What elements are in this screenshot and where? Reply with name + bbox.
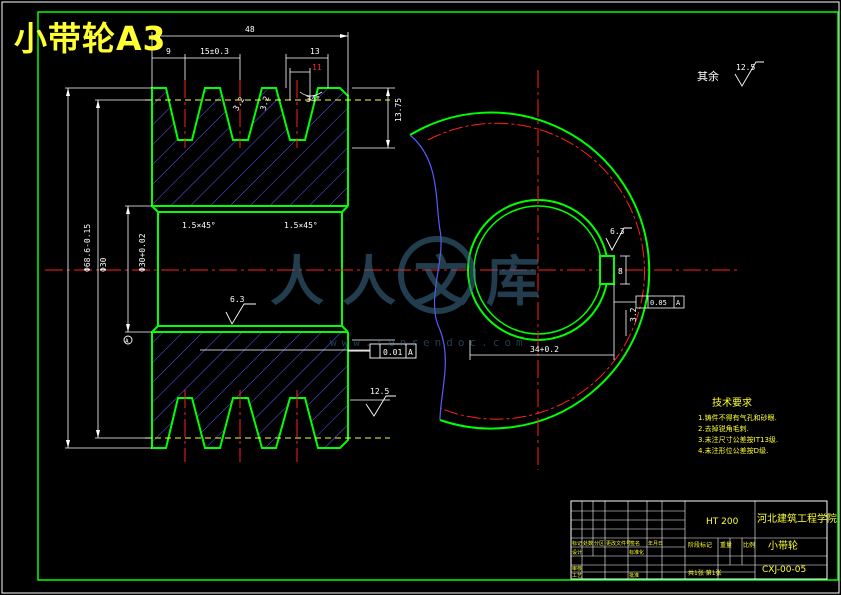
- row-label: 标记: [572, 540, 582, 547]
- dim-total-width: 48: [245, 25, 255, 34]
- dim-keyway-width: 8: [618, 267, 623, 276]
- dim-chamfer-left: 1.5×45°: [182, 221, 216, 230]
- document-title: 小带轮A3: [14, 19, 167, 58]
- weight-label: 重量: [720, 541, 732, 549]
- tech-req-item: 2.去掉锐角毛刺.: [698, 424, 749, 433]
- dim-outer-diameter: Φ68.6-0.15: [83, 224, 92, 272]
- lower-hatch: [152, 332, 348, 448]
- dim-groove-offset: 9: [166, 47, 171, 56]
- keyway-symmetry-datum: A: [676, 299, 681, 307]
- watermark: 人人文库 www.renrendoc.com: [270, 236, 558, 349]
- surface-note-label: 其余: [697, 69, 719, 83]
- dim-chamfer-right: 1.5×45°: [284, 221, 318, 230]
- tech-req-item: 3.未注尺寸公差按IT13级.: [698, 435, 778, 444]
- col-label: 年月日: [648, 540, 663, 547]
- col-label: 签名: [630, 540, 640, 547]
- wheel-pitch-circle: [427, 122, 645, 420]
- datum-a-symbol: [123, 335, 133, 345]
- design-name: 标准化: [629, 549, 644, 556]
- title-block: HT 200 河北建筑工程学院 小带轮 CXJ-00-05 阶段标记 重量 比例…: [570, 500, 837, 580]
- end-view: 34+0.2 8 0.05 A 6.3 3.2 12.5 其余: [409, 63, 755, 470]
- upper-profile: [151, 87, 349, 206]
- datum-a-letter: A: [125, 338, 129, 345]
- dim-bore-diameter: Φ30+0.02: [138, 233, 147, 272]
- dim-keyway-depth: 34+0.2: [530, 345, 559, 354]
- roughness-keyway-value: 6.3: [610, 227, 625, 236]
- tech-req-item: 4.未注形位公差按D级.: [698, 446, 768, 455]
- drawing-frame: [37, 11, 839, 581]
- school-name: 河北建筑工程学院: [757, 512, 837, 525]
- technical-requirements: 技术要求 1.铸件不得有气孔和砂眼. 2.去掉锐角毛刺. 3.未注尺寸公差按IT…: [698, 396, 778, 455]
- roughness-symbol-other: [734, 61, 764, 87]
- dim-groove-depth: 13.75: [394, 98, 403, 122]
- row-label: 工艺: [572, 573, 582, 579]
- material-label: HT 200: [706, 517, 739, 527]
- stage-label: 阶段标记: [688, 541, 712, 549]
- dim-groove-small: 3.2: [231, 95, 246, 112]
- tech-req-title: 技术要求: [712, 396, 752, 409]
- watermark-url: www.renrendoc.com: [330, 336, 528, 349]
- roughness-keyway-side: 3.2: [629, 307, 638, 322]
- drawing-number: CXJ-00-05: [762, 565, 806, 575]
- row-label: 审核: [572, 565, 582, 572]
- lower-profile: [151, 332, 349, 449]
- row-label: 设计: [572, 549, 582, 556]
- keyway: [599, 255, 615, 285]
- runout-value: 0.01: [383, 348, 402, 357]
- roughness-symbol-face: [365, 395, 396, 417]
- roughness-face-value: 12.5: [370, 387, 389, 396]
- approve-label: 批准: [629, 572, 639, 579]
- roughness-symbol-bore: [225, 303, 256, 325]
- dim-groove-width: 11: [312, 63, 322, 72]
- roughness-symbol-keyway: [605, 227, 632, 251]
- dim-groove-angle: 34°: [306, 95, 320, 104]
- col-label: 更改文件号: [606, 540, 631, 547]
- dim-groove-small-2: 3.2: [259, 95, 271, 111]
- dim-groove-top-width: 13: [310, 47, 320, 56]
- keyway-symmetry-value: 0.05: [650, 299, 667, 307]
- dim-inner-diameter: Φ30: [99, 257, 108, 272]
- bore-outline: [151, 205, 349, 333]
- wheel-outer-circle: [409, 111, 651, 430]
- part-name: 小带轮: [768, 539, 798, 552]
- break-line: [409, 134, 446, 421]
- dim-groove-pitch: 15±0.3: [200, 47, 229, 56]
- roughness-bore-value: 6.3: [230, 295, 245, 304]
- watermark-logo-icon: [398, 236, 476, 314]
- section-view: 48 9 15±0.3 13 11 34° 3.2 3.2 13.75 Φ68.…: [45, 25, 764, 462]
- surface-note-value: 12.5: [736, 63, 755, 72]
- col-label: 分区: [594, 540, 604, 547]
- col-label: 处数: [583, 540, 593, 547]
- upper-hatch: [152, 88, 348, 206]
- scale-label: 比例: [743, 541, 755, 549]
- sheet-info: 共1张 第1张: [688, 569, 722, 577]
- watermark-text: 人人文库: [270, 250, 558, 313]
- tech-req-item: 1.铸件不得有气孔和砂眼.: [698, 413, 777, 422]
- runout-datum: A: [408, 348, 413, 357]
